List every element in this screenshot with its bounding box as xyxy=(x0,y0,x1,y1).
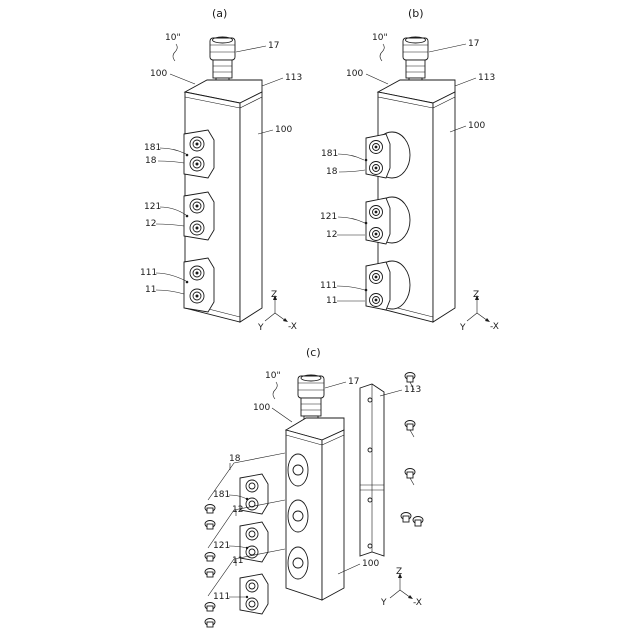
panel-c-ref-body-top: 100 xyxy=(253,403,270,413)
panel-c-ref-121: 121 xyxy=(213,541,230,551)
panel-a-ref-boss-a: 181 xyxy=(144,143,161,153)
panel-b-ref-boss-f: 11 xyxy=(326,296,337,306)
panel-c-ref-body-top-leader xyxy=(272,408,292,422)
panel-a-ref-boss-a-leader xyxy=(160,148,186,154)
panel-b-axis-z: Z xyxy=(473,290,479,300)
panel-a: (a) 10" 17 100 113 100 xyxy=(140,7,302,333)
panel-b-ref-corner: 113 xyxy=(478,73,495,83)
panel-b-ref-boss-e-leader xyxy=(337,286,365,290)
panel-b-ref-fitting-leader xyxy=(429,44,466,52)
panel-c-axis-y: Y xyxy=(380,598,387,608)
panel-c-ref-main: 10" xyxy=(265,371,281,381)
panel-b-ref-boss-c-leader xyxy=(338,217,365,223)
panel-b-ref-main: 10" xyxy=(372,33,388,43)
panel-a-axis-x: -X xyxy=(288,322,297,332)
panel-c-ref-111-dot xyxy=(246,596,248,598)
panel-b-axis-y: Y xyxy=(459,323,466,333)
panel-c-block-screws xyxy=(205,505,215,628)
panel-c-ref-11: 11 xyxy=(232,556,243,566)
panel-c-ref-plate: 113 xyxy=(404,385,421,395)
panel-a-ref-boss-b-leader xyxy=(158,161,184,163)
panel-c-ref-fitting-leader xyxy=(325,382,346,388)
panel-b-ref-boss-e-dot xyxy=(365,289,368,292)
panel-a-manifold-block-11 xyxy=(184,258,214,312)
panel-a-ref-body-top: 100 xyxy=(150,69,167,79)
panel-b-round-block-18 xyxy=(366,132,410,178)
panel-c-ref-group-18: 18 xyxy=(229,454,241,464)
panel-b-ref-boss-c-dot xyxy=(365,222,368,225)
panel-a-ref-corner-leader xyxy=(262,78,283,86)
panel-b-ref-boss-d: 12 xyxy=(326,230,337,240)
panel-b-ref-boss-e: 111 xyxy=(320,281,337,291)
panel-c-axis-x: -X xyxy=(413,598,422,608)
panel-b-ref-main-leader xyxy=(380,44,384,61)
panel-a-ref-boss-d-leader xyxy=(156,224,184,226)
panel-a-ref-boss-f: 11 xyxy=(145,285,156,295)
panel-b-ref-boss-b-leader xyxy=(339,170,365,172)
panel-a-ref-boss-c-dot xyxy=(186,215,189,218)
panel-b-ref-boss-c: 121 xyxy=(320,212,337,222)
panel-a-manifold-block-18 xyxy=(184,130,214,178)
panel-a-axis-y: Y xyxy=(257,323,264,333)
panel-a-ref-boss-d: 12 xyxy=(145,219,156,229)
panel-b-round-block-11 xyxy=(366,261,410,310)
panel-b-ref-boss-b: 18 xyxy=(326,167,338,177)
panel-c-ref-181: 181 xyxy=(213,490,230,500)
panel-a-ref-fitting: 17 xyxy=(268,41,279,51)
panel-c-ref-main-leader xyxy=(273,382,277,399)
panel-c-ref-121-dot xyxy=(246,547,248,549)
panel-b-ref-boss-a-leader xyxy=(338,154,364,160)
panel-b-ref-body-side: 100 xyxy=(468,121,485,131)
panel-b-ref-body-top: 100 xyxy=(346,69,363,79)
panel-a-ref-boss-c: 121 xyxy=(144,202,161,212)
panel-c-plate-screws xyxy=(401,373,423,527)
panel-a-ref-boss-e-dot xyxy=(186,281,189,284)
panel-a-ref-body-top-leader xyxy=(170,74,195,84)
panel-a-ref-boss-e: 111 xyxy=(140,268,157,278)
panel-c-ref-fitting: 17 xyxy=(348,377,359,387)
panel-a-ref-main: 10" xyxy=(165,33,181,43)
panel-a-ref-boss-f-leader xyxy=(156,290,184,294)
panel-a-ref-boss-b: 18 xyxy=(145,156,157,166)
panel-a-ref-boss-a-dot xyxy=(186,154,189,157)
panel-b-label: (b) xyxy=(408,7,424,20)
panel-b-ref-boss-a: 181 xyxy=(321,149,338,159)
panel-c-ref-12: 12 xyxy=(232,505,243,515)
panel-a-ref-fitting-leader xyxy=(236,46,266,52)
panel-c-axis-z: Z xyxy=(396,567,402,577)
panel-a-ref-main-leader xyxy=(173,44,177,61)
panel-a-ref-corner: 113 xyxy=(285,73,302,83)
panel-b-ref-boss-a-dot xyxy=(365,159,368,162)
panel-c: (c) 10" 17 100 xyxy=(205,346,423,627)
panel-b-ref-corner-leader xyxy=(455,78,476,86)
panel-a-label: (a) xyxy=(212,7,227,20)
panel-a-manifold-block-12 xyxy=(184,192,214,240)
panel-a-ref-boss-e-leader xyxy=(156,273,186,281)
panel-c-ref-181-dot xyxy=(246,498,248,500)
panel-b-ref-body-top-leader xyxy=(366,74,388,84)
panel-b-ref-fitting: 17 xyxy=(468,39,479,49)
panel-a-axis-z: Z xyxy=(271,290,277,300)
panel-c-ref-111: 111 xyxy=(213,592,230,602)
panel-a-ref-body-side: 100 xyxy=(275,125,292,135)
panel-c-body-100 xyxy=(286,418,344,600)
panel-a-ref-boss-c-leader xyxy=(160,207,186,215)
panel-c-label: (c) xyxy=(306,346,321,359)
panel-c-cover-plate-113 xyxy=(360,384,384,556)
panel-b-axis-x: -X xyxy=(490,322,499,332)
panel-b: (b) 10" 17 100 113 100 xyxy=(320,7,499,333)
panel-c-exploded-block-18 xyxy=(208,453,285,514)
panel-b-round-block-12 xyxy=(366,197,410,244)
panel-c-ref-body-side: 100 xyxy=(362,559,379,569)
